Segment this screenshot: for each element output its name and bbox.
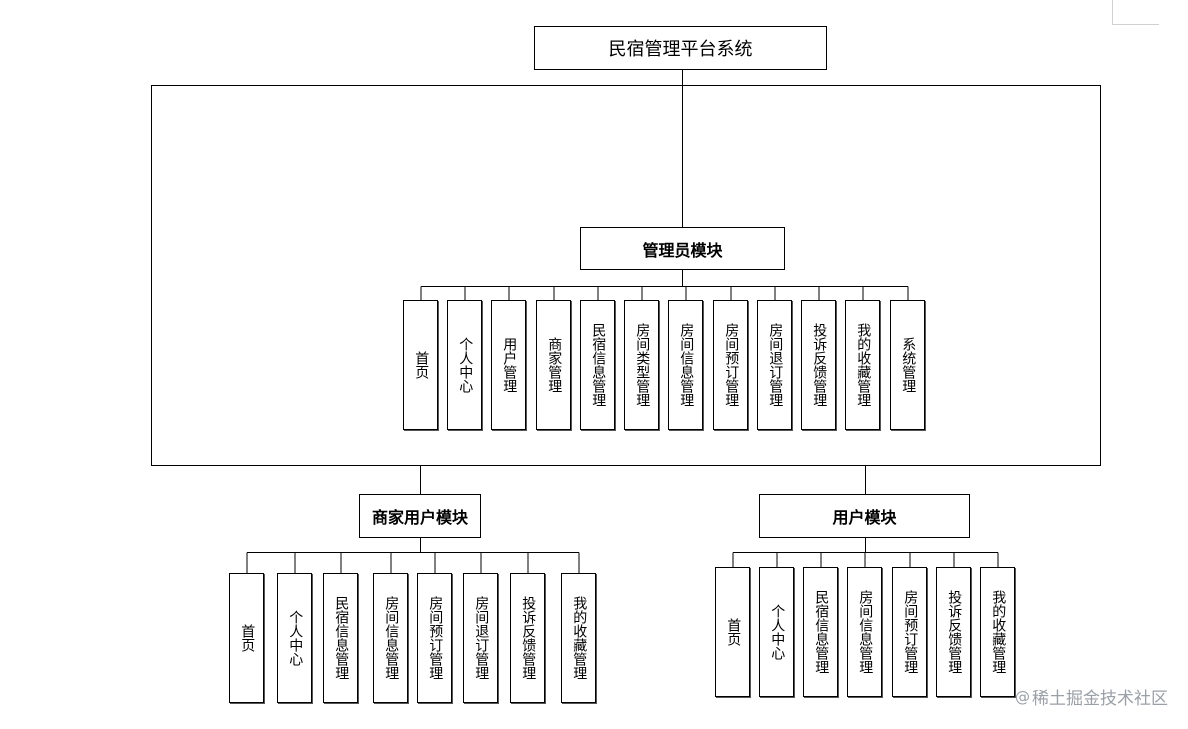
merchant-item: 房间退订管理	[463, 573, 498, 703]
merchant-item: 我的收藏管理	[561, 573, 596, 703]
user-item: 房间预订管理	[892, 567, 927, 697]
admin-item: 投诉反馈管理	[801, 300, 836, 430]
admin-item: 房间退订管理	[757, 300, 792, 430]
merchant-item: 民宿信息管理	[323, 573, 358, 703]
root-node: 民宿管理平台系统	[534, 26, 827, 70]
merchant-item: 房间信息管理	[373, 573, 408, 703]
admin-item: 个人中心	[447, 300, 482, 430]
admin-item: 系统管理	[890, 300, 925, 430]
admin-module-node: 管理员模块	[580, 227, 785, 270]
user-item: 投诉反馈管理	[936, 567, 971, 697]
user-item: 房间信息管理	[847, 567, 882, 697]
user-item: 我的收藏管理	[980, 567, 1015, 697]
merchant-item: 个人中心	[277, 573, 312, 703]
at-icon: @	[1015, 687, 1030, 706]
merchant-module-node: 商家用户模块	[359, 494, 481, 538]
user-module-node: 用户模块	[759, 494, 970, 538]
user-item: 个人中心	[759, 567, 794, 697]
merchant-item: 房间预订管理	[417, 573, 452, 703]
admin-item: 用户管理	[491, 300, 526, 430]
admin-frame	[151, 85, 1101, 466]
admin-item: 我的收藏管理	[845, 300, 880, 430]
corner-frame	[1112, 0, 1159, 25]
watermark-text: 稀土掘金技术社区	[1032, 689, 1168, 709]
merchant-item: 首页	[229, 573, 264, 703]
admin-item: 商家管理	[536, 300, 571, 430]
admin-item: 房间信息管理	[668, 300, 703, 430]
admin-item: 房间类型管理	[624, 300, 659, 430]
user-item: 民宿信息管理	[803, 567, 838, 697]
admin-item: 民宿信息管理	[580, 300, 615, 430]
merchant-item: 投诉反馈管理	[510, 573, 545, 703]
watermark: @ 稀土掘金技术社区	[1015, 684, 1168, 710]
admin-item: 首页	[403, 300, 438, 430]
admin-item: 房间预订管理	[713, 300, 748, 430]
user-item: 首页	[715, 567, 750, 697]
